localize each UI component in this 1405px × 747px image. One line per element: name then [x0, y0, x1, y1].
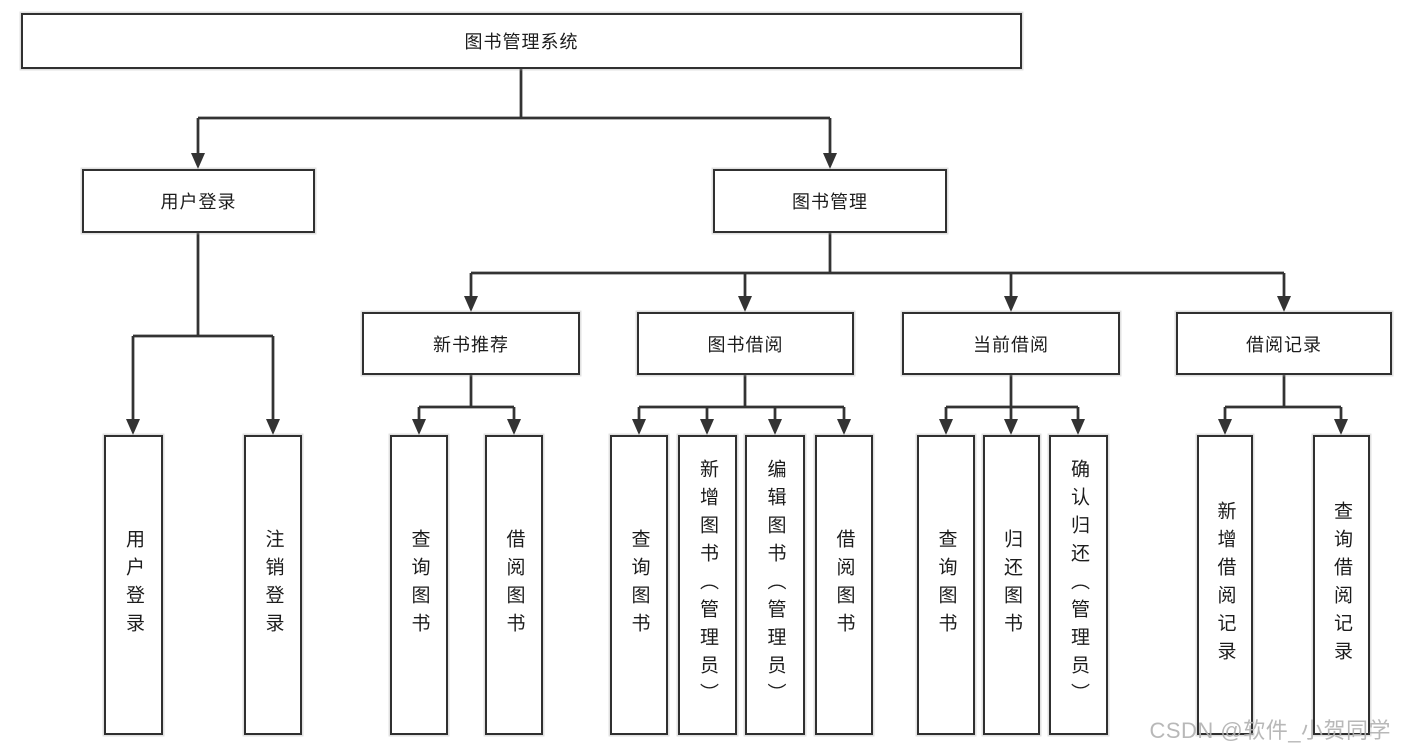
leaf-label: 查询图书 [935, 529, 957, 641]
node-borrowing-records: 借阅记录 [1176, 312, 1392, 375]
leaf-cb-return-books: 归还图书 [983, 435, 1040, 735]
leaf-label: 用户登录 [123, 529, 144, 641]
leaf-label: 注销登录 [262, 529, 284, 641]
node-user-login-branch: 用户登录 [82, 169, 315, 233]
node-new-book-recommend: 新书推荐 [362, 312, 580, 375]
leaf-br-query-record: 查询借阅记录 [1313, 435, 1370, 735]
leaf-label: 归还图书 [1001, 529, 1022, 641]
leaf-label: 查询图书 [628, 529, 650, 641]
leaf-bb-edit-book-admin: 编辑图书（管理员） [745, 435, 805, 735]
leaf-logout: 注销登录 [244, 435, 302, 735]
leaf-label: 编辑图书（管理员） [764, 459, 786, 711]
leaf-bb-add-book-admin: 新增图书（管理员） [678, 435, 737, 735]
leaf-label: 新增借阅记录 [1214, 501, 1236, 669]
leaf-nbr-borrow-books: 借阅图书 [485, 435, 543, 735]
leaf-br-add-record: 新增借阅记录 [1197, 435, 1253, 735]
leaf-cb-query-books: 查询图书 [917, 435, 975, 735]
leaf-label: 查询图书 [408, 529, 430, 641]
leaf-nbr-query-books: 查询图书 [390, 435, 448, 735]
leaf-label: 新增图书（管理员） [697, 459, 718, 711]
leaf-label: 借阅图书 [503, 529, 525, 641]
leaf-user-login: 用户登录 [104, 435, 163, 735]
leaf-label: 借阅图书 [833, 529, 855, 641]
csdn-watermark: CSDN @软件_小贺同学 [1149, 718, 1391, 743]
leaf-cb-confirm-return-admin: 确认归还（管理员） [1049, 435, 1108, 735]
leaf-bb-borrow-books: 借阅图书 [815, 435, 873, 735]
leaf-label: 查询借阅记录 [1331, 501, 1352, 669]
node-book-borrowing: 图书借阅 [637, 312, 854, 375]
arrowheads [126, 153, 1348, 435]
leaf-bb-query-books: 查询图书 [610, 435, 668, 735]
node-book-management-branch: 图书管理 [713, 169, 947, 233]
node-current-borrowing: 当前借阅 [902, 312, 1120, 375]
node-root-system: 图书管理系统 [21, 13, 1022, 69]
leaf-label: 确认归还（管理员） [1068, 459, 1089, 711]
